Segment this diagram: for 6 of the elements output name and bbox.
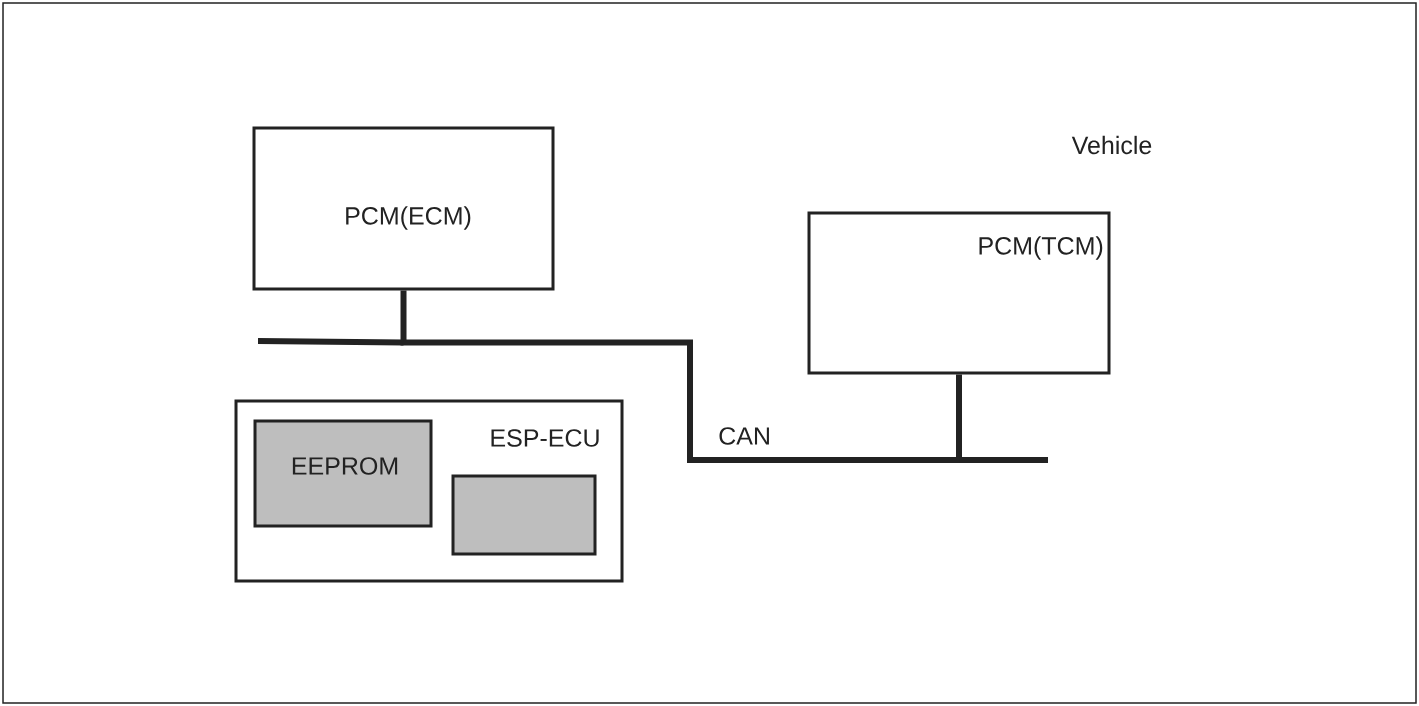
module-box xyxy=(451,474,597,556)
memory-box: EEPROM xyxy=(253,419,433,528)
edge-label: CAN xyxy=(719,427,769,445)
bus-line xyxy=(400,290,962,463)
module-box: PCM(TCM) xyxy=(807,211,1111,375)
module-box: PCM(ECM) xyxy=(252,126,555,291)
